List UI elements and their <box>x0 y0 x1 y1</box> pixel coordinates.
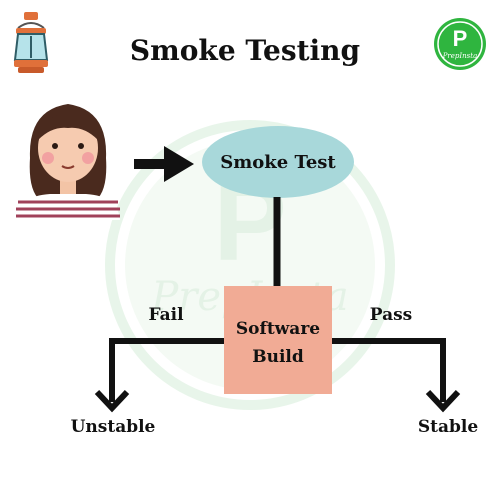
prepinsta-logo: P PrepInsta <box>434 18 486 70</box>
logo-letter: P <box>453 26 468 51</box>
build-label-line2: Build <box>252 347 304 367</box>
fail-label: Fail <box>148 305 184 325</box>
logo-wordmark: PrepInsta <box>442 52 478 60</box>
smoke-test-node: Smoke Test <box>202 126 354 198</box>
unstable-label: Unstable <box>71 417 156 437</box>
stable-label: Stable <box>418 417 478 437</box>
fail-branch <box>94 341 130 413</box>
person-avatar <box>16 104 120 220</box>
pass-label: Pass <box>370 305 412 325</box>
build-label-line1: Software <box>236 319 320 339</box>
lantern-icon <box>13 12 49 73</box>
pass-branch <box>425 341 461 413</box>
software-build-node: Software Build <box>224 286 332 394</box>
page-title: Smoke Testing <box>130 34 360 67</box>
right-arrow-icon <box>134 146 194 182</box>
smoke-test-label: Smoke Test <box>220 152 336 173</box>
